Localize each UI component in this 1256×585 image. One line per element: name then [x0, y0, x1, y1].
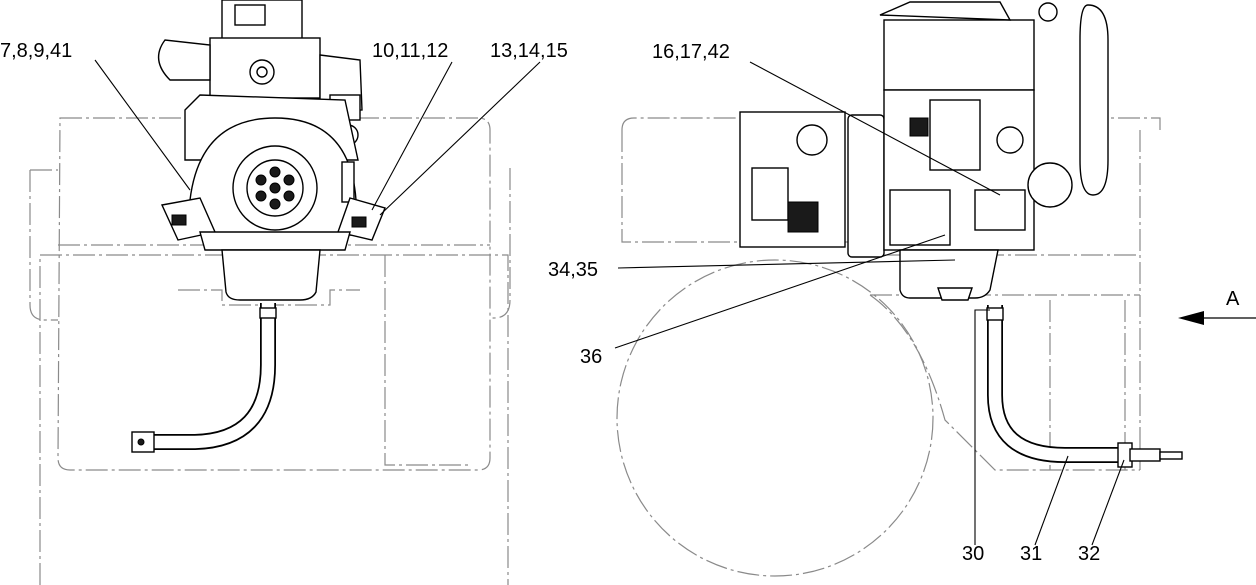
right-mount-pad [351, 216, 367, 228]
callout-7-8-9-41: 7,8,9,41 [0, 40, 72, 62]
injector-lines [879, 1, 1012, 21]
drain-tip [1159, 451, 1183, 460]
starter-ring [341, 161, 355, 203]
fan-blade [1079, 4, 1109, 196]
oil-pan [221, 249, 321, 301]
engine-port-inner [256, 66, 268, 78]
callout-36: 36 [580, 346, 602, 368]
view-label-a: A [1226, 288, 1240, 310]
right-drain-hose [986, 305, 1183, 468]
mount-bracket [974, 189, 1026, 231]
callout-10-11-12: 10,11,12 [372, 40, 448, 62]
hub-bolt-6 [283, 190, 295, 202]
leader-36 [614, 234, 946, 349]
drain-nozzle [1129, 448, 1161, 462]
leader-7-8-9-41 [94, 59, 191, 191]
pump-valve [751, 167, 789, 221]
left-inner-line [384, 255, 470, 466]
engine-base [199, 231, 351, 251]
leader-32 [1091, 459, 1125, 546]
drain-bolt [137, 438, 145, 446]
hydraulic-pump [739, 111, 885, 258]
oil-pan-drain [937, 287, 973, 301]
hub-bolt-4 [283, 174, 295, 186]
right-engine [879, 1, 1109, 301]
leader-31 [1034, 455, 1069, 546]
left-frame-outline-right [490, 168, 511, 319]
hub-bolt-1 [269, 166, 281, 178]
left-view: 7,8,9,41 10,11,12 13,14,15 [0, 0, 568, 585]
pump-mount-block [787, 201, 819, 233]
callout-31: 31 [1020, 543, 1042, 565]
injection-pump [929, 99, 981, 171]
hub-bolt-3 [255, 174, 267, 186]
left-mount-pad [171, 214, 187, 226]
right-vertical [1049, 300, 1126, 470]
callout-34-35: 34,35 [548, 259, 598, 281]
lift-eye [1038, 2, 1058, 22]
hose-clamp-top [259, 307, 277, 319]
governor [996, 126, 1024, 154]
pump-port [796, 124, 828, 156]
engine-left-fitting [157, 39, 211, 81]
callout-16-17-42: 16,17,42 [652, 41, 730, 63]
leader-10-11-12 [371, 61, 453, 211]
callout-32: 32 [1078, 543, 1100, 565]
left-frame-outline [29, 169, 58, 321]
left-drain-hose [131, 303, 277, 453]
left-tank-outline [57, 117, 491, 471]
wheel-phantom [616, 259, 934, 577]
engine-cap [234, 4, 266, 26]
callout-13-14-15: 13,14,15 [490, 40, 568, 62]
arrow-head [1178, 311, 1204, 325]
oil-pan-side [899, 249, 999, 299]
leader-30 [974, 309, 990, 545]
fuel-filter [909, 117, 929, 137]
callout-30: 30 [962, 543, 984, 565]
leader-34-35 [617, 259, 956, 269]
leader-16-17-42 [749, 61, 1001, 196]
hub-bolt-5 [255, 190, 267, 202]
leader-13-14-15 [379, 61, 541, 216]
view-arrow-a: A [1178, 288, 1256, 325]
right-tank-top [621, 117, 740, 131]
bell-housing [847, 114, 885, 258]
hub-bolt-center [269, 182, 281, 194]
engine-mount-side [889, 189, 951, 246]
oil-filter [1027, 162, 1073, 208]
left-engine [157, 0, 386, 301]
engine-head-side [883, 19, 1035, 91]
right-view: A 16,17,42 34,35 36 30 31 32 [548, 1, 1256, 577]
hose-clamp-side [986, 307, 1004, 321]
hub-bolt-2 [269, 198, 281, 210]
